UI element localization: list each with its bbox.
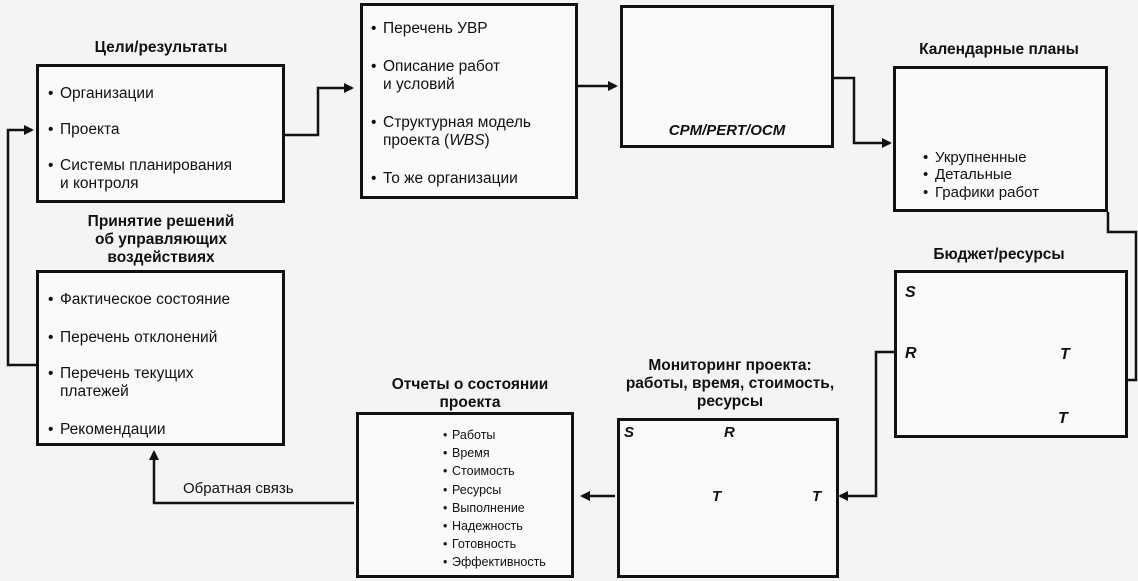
goals-item-planning-cont: и контроля	[60, 175, 139, 192]
budget-axis-r: R	[905, 345, 917, 362]
wbs-item-uvr-list: Перечень УВР	[371, 20, 488, 38]
arrow-budget-to-monitoring	[838, 350, 894, 501]
wbs-item-work-desc: Описание работ	[371, 58, 500, 76]
arrow-decisions-to-goals	[6, 125, 38, 367]
reports-item-readiness: Готовность	[443, 537, 516, 551]
monitoring-title: Мониторинг проекта: работы, время, стоим…	[595, 357, 865, 411]
goals-item-project: Проекта	[48, 121, 119, 139]
decisions-title-line2: об управляющих	[94, 231, 228, 248]
calendar-title: Календарные планы	[919, 41, 1079, 58]
decisions-title-line3: воздействиях	[107, 249, 215, 266]
decisions-item-recommendations: Рекомендации	[48, 421, 166, 439]
arrow-goals-to-wbs	[284, 83, 354, 137]
goals-title: Цели/результаты	[94, 39, 228, 56]
decisions-item-payments: Перечень текущих	[48, 365, 194, 383]
decisions-item-payments-cont: платежей	[60, 383, 129, 400]
reports-item-efficiency: Эффективность	[443, 555, 546, 569]
reports-item-work: Работы	[443, 428, 496, 442]
arrow-network-to-calendar	[834, 76, 892, 148]
calendar-item-enlarged: Укрупненные	[923, 149, 1026, 166]
reports-item-reliability: Надежность	[443, 519, 523, 533]
wbs-item-work-desc-cont: и условий	[383, 76, 455, 93]
monitoring-box	[617, 418, 839, 578]
budget-title: Бюджет/ресурсы	[933, 246, 1065, 263]
reports-item-execution: Выполнение	[443, 501, 525, 515]
monitoring-axis-t1: T	[712, 488, 722, 505]
budget-box	[894, 270, 1128, 438]
monitoring-title-line3: ресурсы	[696, 393, 764, 410]
budget-axis-t2: T	[1058, 410, 1068, 427]
decisions-title-line1: Принятие решений	[87, 213, 235, 230]
wbs-item-structure: Структурная модель	[371, 114, 531, 132]
feedback-label: Обратная связь	[183, 480, 294, 497]
wbs-item-structure-cont: проекта (WBS)	[383, 132, 490, 150]
calendar-item-schedules: Графики работ	[923, 184, 1039, 201]
reports-item-resources: Ресурсы	[443, 483, 501, 497]
decisions-title: Принятие решений об управляющих воздейст…	[36, 213, 286, 267]
reports-title: Отчеты о состоянии проекта	[355, 376, 585, 412]
monitoring-title-line1: Мониторинг проекта:	[648, 357, 812, 374]
arrow-calendar-to-budget	[1106, 212, 1138, 382]
wbs-abbr: WBS	[449, 132, 485, 149]
network-caption: CPM/PERT/OCM	[668, 122, 786, 139]
monitoring-title-line2: работы, время, стоимость,	[625, 375, 835, 392]
decisions-item-deviations: Перечень отклонений	[48, 329, 217, 347]
calendar-item-detailed: Детальные	[923, 166, 1012, 183]
arrow-feedback	[149, 450, 354, 505]
goals-item-planning: Системы планирования	[48, 157, 232, 175]
monitoring-axis-s: S	[624, 424, 635, 441]
reports-item-time: Время	[443, 446, 490, 460]
goals-item-organization: Организации	[48, 85, 154, 103]
budget-axis-t1: T	[1060, 346, 1070, 363]
monitoring-axis-t2: T	[812, 488, 822, 505]
wbs-item-organization: То же организации	[371, 170, 518, 188]
reports-title-line1: Отчеты о состоянии	[391, 376, 549, 393]
reports-item-cost: Стоимость	[443, 464, 515, 478]
monitoring-axis-r: R	[724, 424, 735, 441]
wbs-text-project: проекта (	[383, 132, 450, 149]
reports-title-line2: проекта	[439, 394, 501, 411]
wbs-text-close: )	[484, 132, 490, 149]
network-box	[620, 5, 834, 148]
budget-axis-s: S	[905, 284, 916, 301]
decisions-item-actual: Фактическое состояние	[48, 291, 230, 309]
